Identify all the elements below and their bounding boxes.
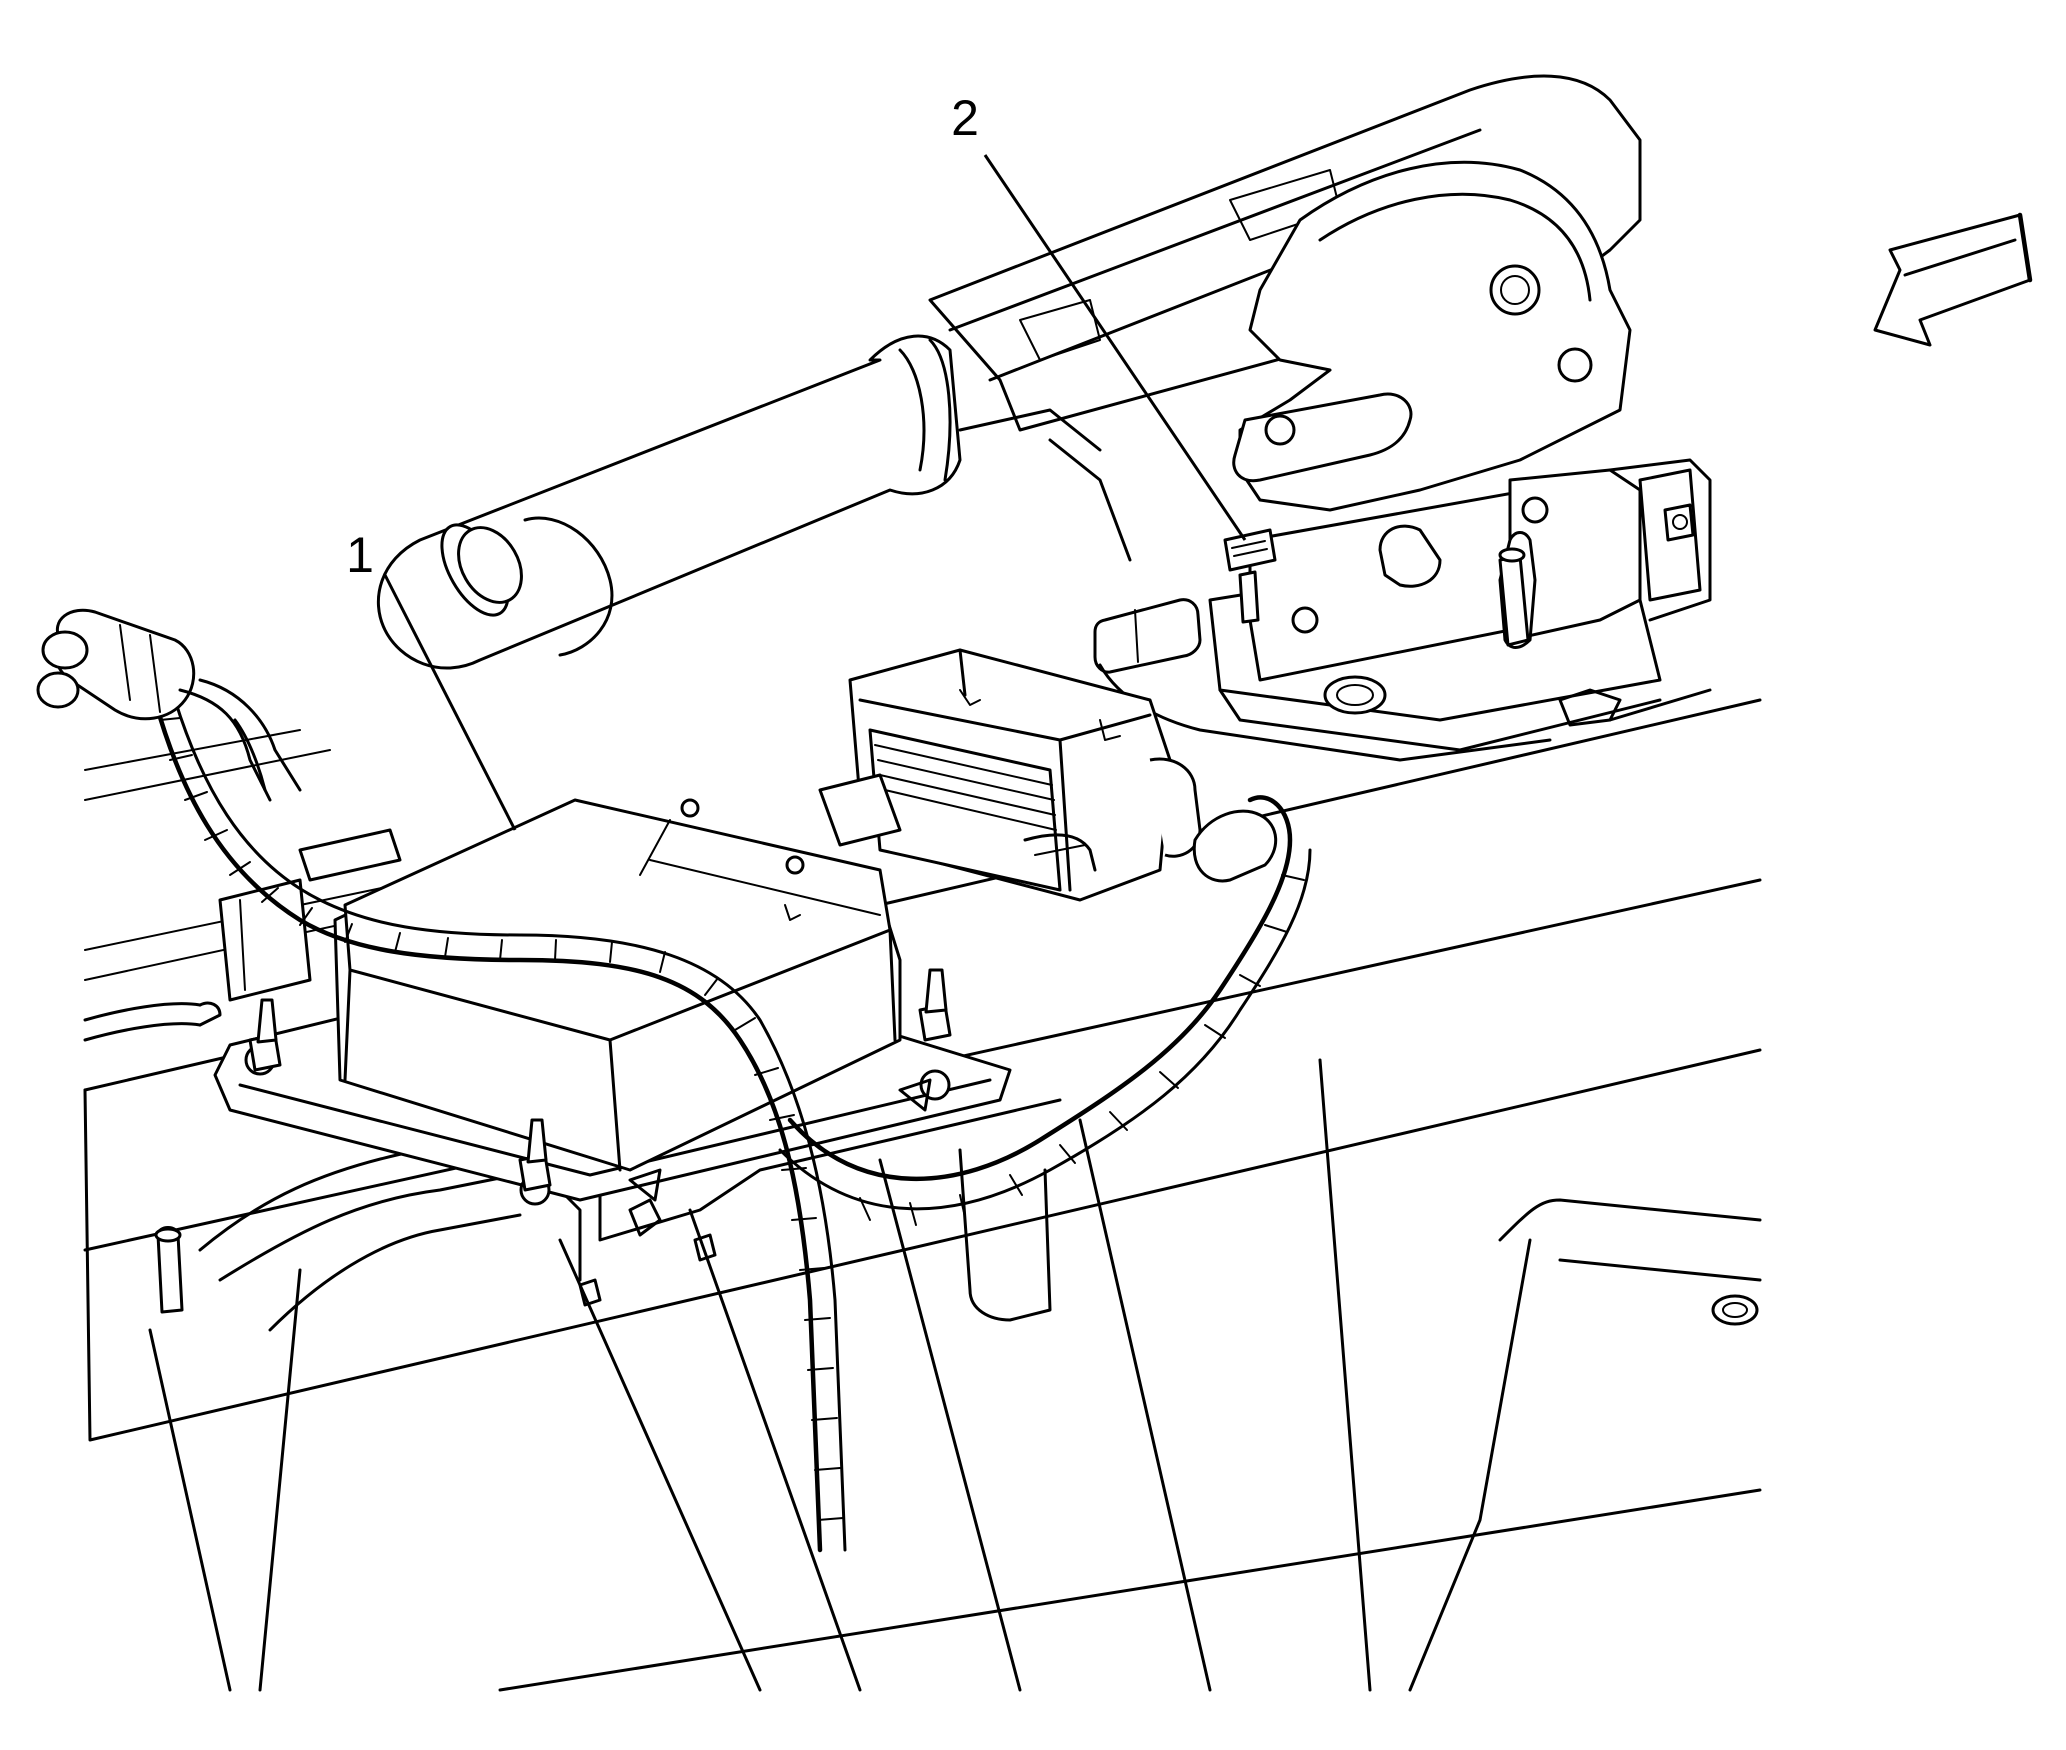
console-bracket	[198, 1098, 1762, 1692]
wiring-harness	[36, 608, 1312, 1553]
callout-1-label: 1	[346, 527, 374, 583]
control-module	[213, 798, 1012, 1206]
callout-2-label: 2	[951, 90, 979, 146]
stud	[248, 998, 282, 1072]
ratchet-mechanism	[1232, 160, 1632, 512]
bracket-details	[578, 833, 1097, 1307]
large-electrical-connector	[818, 648, 1202, 902]
callout-2-leader	[983, 154, 1247, 541]
stud	[154, 1226, 184, 1314]
stud	[1498, 547, 1530, 647]
park-brake-switch-connector	[1223, 528, 1277, 624]
stud	[918, 968, 952, 1042]
conduit-ribs	[159, 717, 1305, 1521]
mounting-studs	[154, 547, 1530, 1314]
callout-1-leader	[383, 574, 517, 831]
view-direction-arrow-icon	[1873, 212, 2033, 347]
stud	[518, 1118, 552, 1192]
